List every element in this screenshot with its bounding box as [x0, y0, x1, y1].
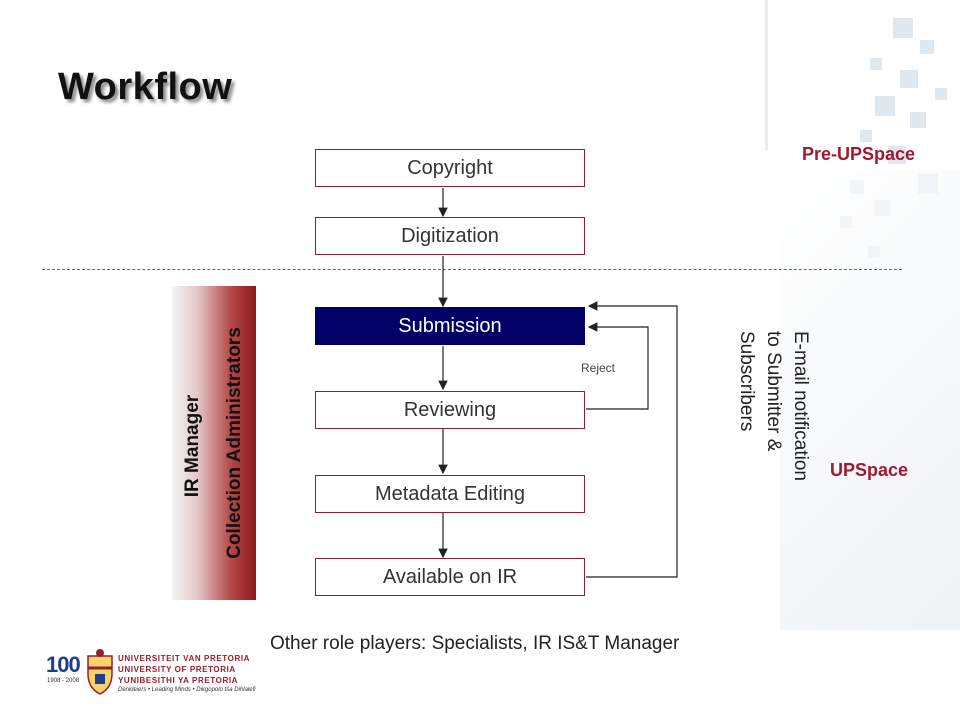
step-submission: Submission [315, 307, 585, 345]
university-name-af: UNIVERSITEIT VAN PRETORIA [118, 654, 251, 663]
university-motto: Denkleiers • Leading Minds • Dikgopolo t… [118, 687, 256, 693]
phase-divider [42, 269, 902, 270]
pre-upspace-label: Pre-UPSpace [802, 144, 916, 164]
notification-loop [586, 301, 678, 578]
reject-label: Reject [581, 361, 616, 375]
centenary-years: 1908 - 2008 [47, 678, 80, 684]
step-available-on-ir: Available on IR [315, 558, 585, 596]
step-copyright: Copyright [315, 149, 585, 187]
step-metadata-editing: Metadata Editing [315, 475, 585, 513]
upspace-label: UPSpace [830, 460, 909, 480]
notification-text: E-mail notification to Submitter & Subsc… [636, 331, 814, 509]
university-logo: 100 1908 - 2008 UNIVERSITEIT VAN PRETORI… [46, 648, 266, 698]
step-reviewing: Reviewing [315, 391, 585, 429]
notification-line-3: Subscribers [736, 331, 757, 432]
notification-line-2: to Submitter & [763, 331, 784, 452]
other-role-players: Other role players: Specialists, IR IS&T… [270, 633, 680, 654]
notification-line-1: E-mail notification [790, 331, 811, 481]
university-name-en: UNIVERSITY OF PRETORIA [118, 665, 236, 674]
step-digitization: Digitization [315, 217, 585, 255]
role-bar [172, 286, 256, 600]
reject-loop [586, 322, 649, 410]
crest-icon [87, 649, 113, 695]
university-name-ns: YUNIBESITHI YA PRETORIA [118, 676, 239, 685]
centenary-number: 100 [46, 652, 81, 677]
page-title: Workflow [58, 66, 233, 108]
